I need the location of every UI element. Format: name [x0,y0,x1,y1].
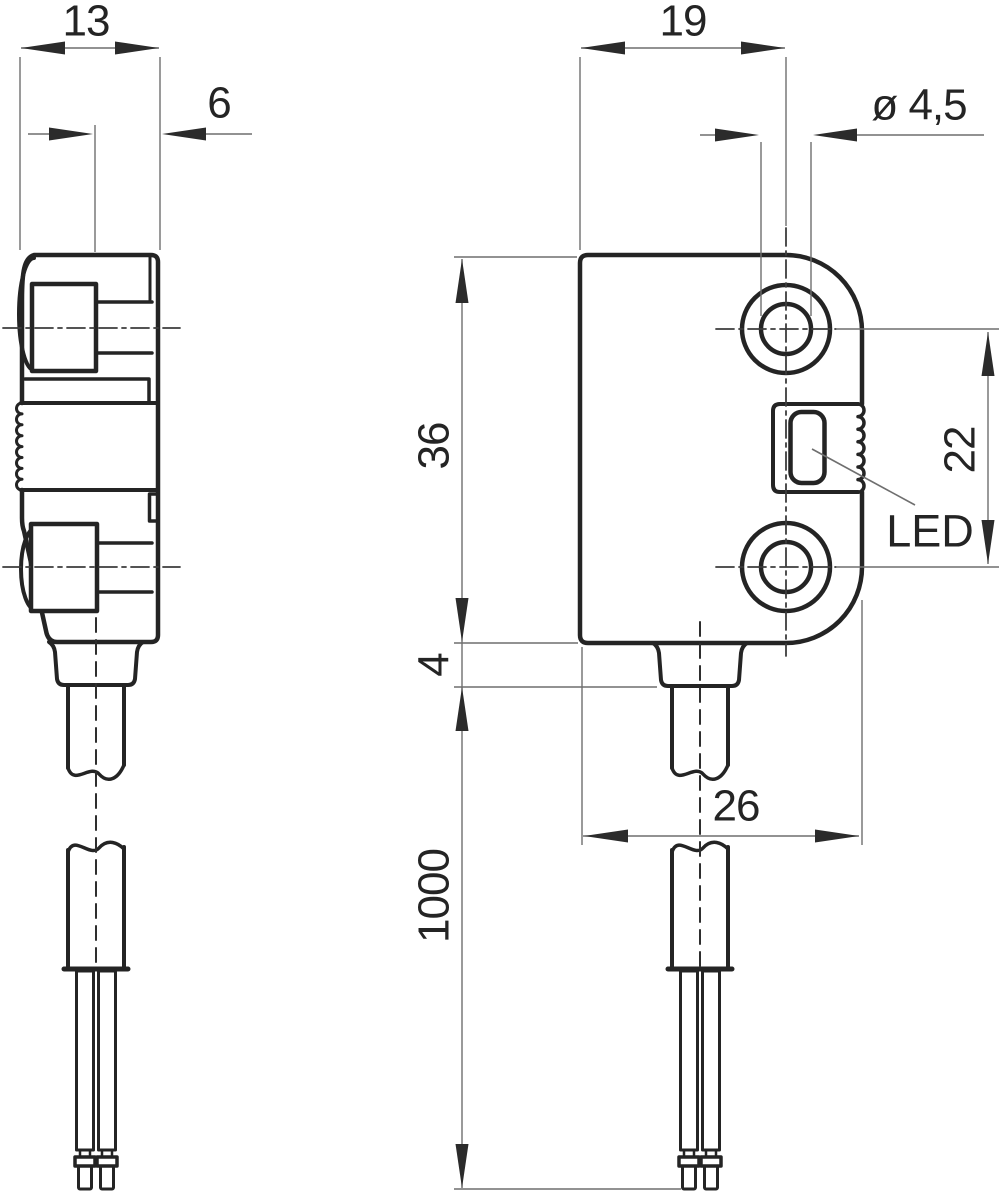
side-cable-lower [66,845,126,970]
side-dome-upper [17,256,36,372]
side-cable-break-top [66,763,126,781]
ext-line [760,142,812,316]
side-notch-lower [147,492,160,523]
arrowhead [455,687,469,731]
arrowhead [162,127,206,141]
arrowhead [584,829,628,843]
side-cable-gland [47,640,145,687]
arrowhead [815,829,859,843]
dim-label-hole: ø 4,5 [871,81,966,130]
side-wire-right [97,969,117,1152]
dimensions: 13 6 19 ø 4,5 [19,0,999,1190]
dimension-22: 22 [836,328,999,568]
dim-label-1000: 1000 [410,849,459,943]
front-wire-end-right [699,1148,723,1191]
arrowhead [455,1144,469,1188]
dimension-6: 6 [28,79,252,252]
front-led-window [771,402,860,494]
dim-label-19: 19 [660,0,707,46]
front-wire-left [679,969,699,1152]
side-cable-break-bottom [66,840,126,854]
arrowhead [741,41,785,55]
side-body-outline [19,252,161,645]
arrowhead [21,41,65,55]
side-knurl-scallops [15,401,24,492]
dimension-vertical-chain: 36 4 1000 [410,256,681,1190]
arrowhead [981,332,995,376]
led-leader-line [811,448,916,506]
led-callout: LED [811,448,974,557]
side-step-line [23,377,151,405]
dim-label-4: 4 [410,653,459,677]
front-led-window-knurl [856,402,866,494]
dim-label-22: 22 [936,427,985,474]
front-view [577,227,866,1191]
dim-label-13: 13 [63,0,110,46]
front-wire-end-left [677,1148,701,1191]
dimension-hole-diameter: ø 4,5 [700,81,984,316]
front-cable-lower [670,845,730,970]
dim-label-36: 36 [410,423,459,470]
side-cable-upper [66,683,126,770]
front-cable-break-bottom [670,840,730,854]
arrowhead [981,520,995,564]
dimension-19: 19 [579,0,787,250]
dimension-13: 13 [19,0,161,250]
front-wire-right [701,969,721,1152]
arrowhead [115,41,159,55]
ext-line [581,600,863,845]
side-wire-end-left [73,1148,97,1191]
side-wire-left [75,969,95,1152]
ext-line [579,57,787,250]
front-led-lens [788,409,827,486]
side-view [2,252,181,1191]
arrowhead [581,41,625,55]
side-wire-end-right [95,1148,119,1191]
arrowhead [813,128,857,142]
dim-label-6: 6 [207,79,230,128]
arrowhead [455,259,469,303]
front-cable-break-top [670,763,730,781]
led-label: LED [886,506,974,557]
front-body-outline [577,252,865,646]
dimension-26: 26 [581,600,863,845]
front-cable-upper [670,684,730,770]
arrowhead [715,128,759,142]
arrowhead [455,598,469,642]
dim-label-26: 26 [713,782,760,831]
ext-line [19,57,161,250]
arrowhead [49,127,93,141]
front-cable-gland [651,641,749,688]
ext-line [836,328,999,568]
